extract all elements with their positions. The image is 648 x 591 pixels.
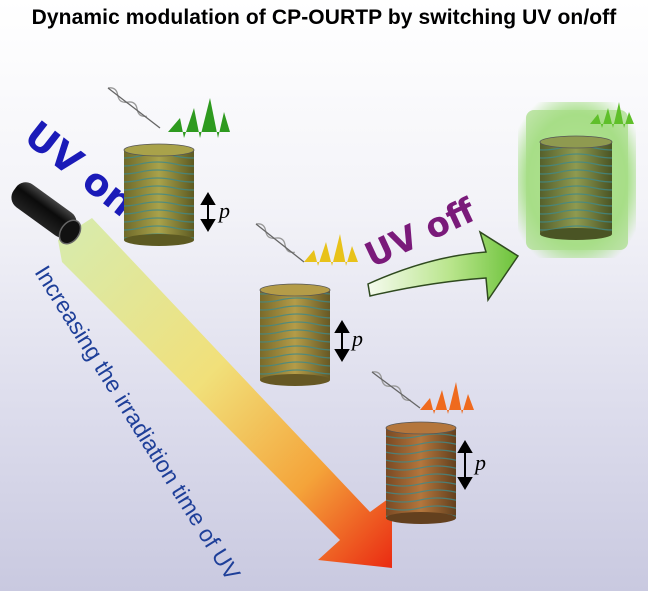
pitch-label-2: p <box>350 326 363 351</box>
green-emission-icon <box>168 98 230 138</box>
uv-lamp-icon <box>11 182 82 245</box>
pitch-label-1: p <box>217 198 230 223</box>
cp-stack-2 <box>259 283 331 386</box>
pitch-label-3: p <box>473 450 486 475</box>
excitation-beam-1 <box>107 87 161 129</box>
excitation-beam-3 <box>371 371 421 409</box>
cp-stack-3 <box>385 421 457 524</box>
orange-emission-icon <box>420 382 474 414</box>
cp-stack-afterglow <box>539 135 613 240</box>
diagram-title: Dynamic modulation of CP-OURTP by switch… <box>31 6 617 29</box>
uv-off-arrow <box>367 230 520 303</box>
yellow-emission-icon <box>304 234 358 266</box>
irradiation-time-arrow <box>58 218 392 568</box>
excitation-beam-2 <box>255 223 305 263</box>
pitch-marker-1 <box>200 192 216 232</box>
cp-stack-1 <box>123 143 195 246</box>
pitch-marker-3 <box>457 440 473 490</box>
pitch-marker-2 <box>334 320 350 362</box>
